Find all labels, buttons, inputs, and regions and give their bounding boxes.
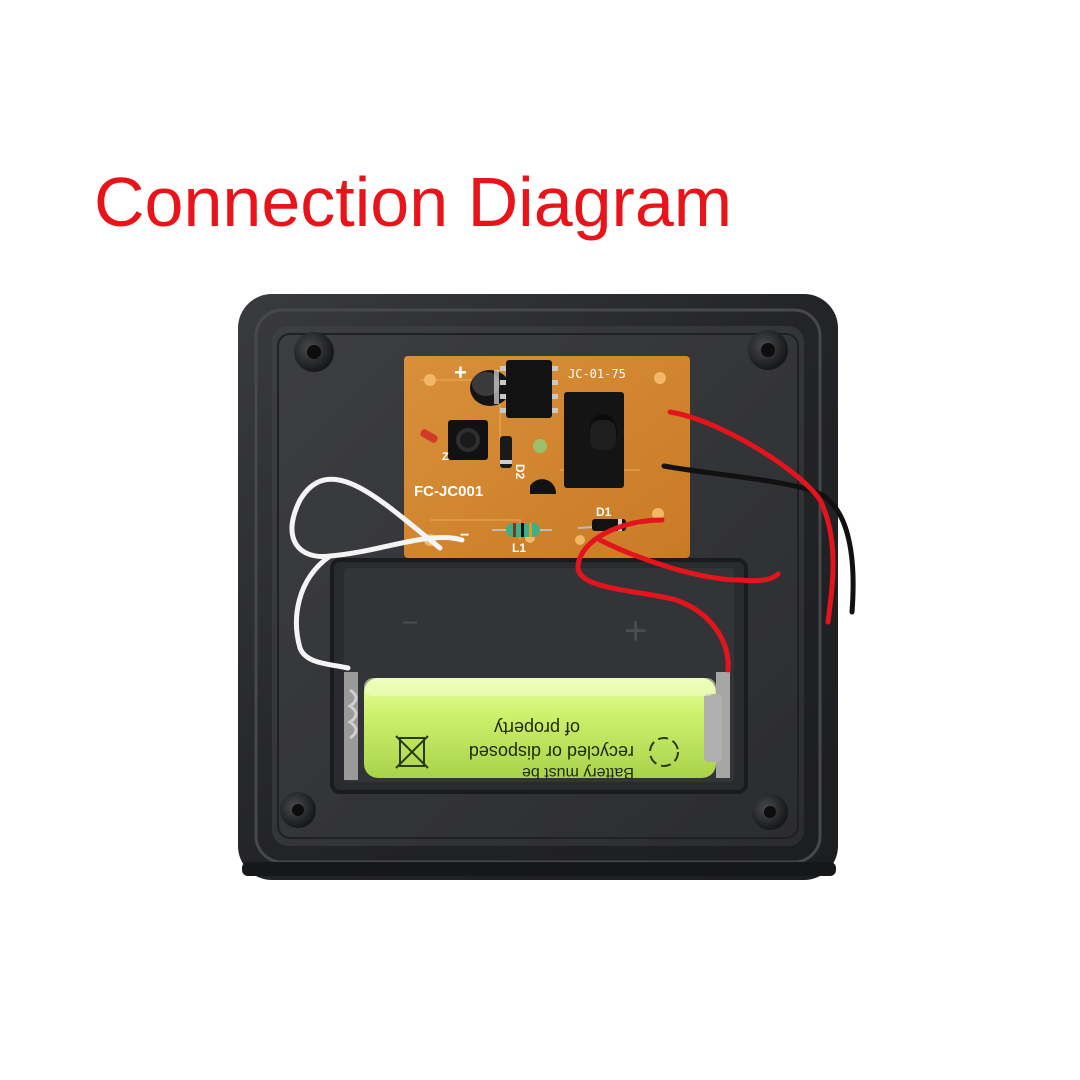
pcb-z-label: Z — [442, 451, 449, 463]
wiring — [289, 409, 856, 673]
circuit-board: + FC-JC001 JC-01-75 D2 D1 L1 Z − — [404, 356, 690, 558]
capacitor — [470, 370, 510, 406]
battery-text-line2: recycled or disposed — [469, 742, 634, 762]
pcb-d2-label: D2 — [513, 464, 527, 480]
pcb-plus-label: + — [454, 360, 467, 385]
battery-text-line3: of property — [494, 718, 580, 738]
diode-d2 — [500, 436, 512, 468]
holder-minus-mark: − — [402, 607, 418, 638]
pcb-minus-label: − — [460, 527, 469, 544]
aa-battery: Battery must be recycled or disposed of … — [364, 678, 722, 781]
pcb-d1-label: D1 — [596, 505, 612, 519]
transistor — [530, 479, 557, 494]
pcb-l1-label: L1 — [512, 541, 526, 555]
holder-plus-mark: + — [624, 609, 647, 653]
zener-diode — [420, 429, 438, 443]
inductor — [492, 523, 552, 537]
tactile-button — [448, 420, 488, 460]
pcb-code-label: JC-01-75 — [568, 367, 626, 381]
mounting-posts — [280, 330, 788, 830]
battery-text-line1: Battery must be — [522, 764, 634, 781]
pcb-model-label: FC-JC001 — [414, 483, 483, 500]
recycle-icon — [649, 737, 679, 767]
recycle-bin-icon — [395, 735, 429, 769]
ic-chip — [500, 360, 558, 418]
push-switch — [564, 392, 624, 488]
page-title: Connection Diagram — [94, 163, 733, 241]
